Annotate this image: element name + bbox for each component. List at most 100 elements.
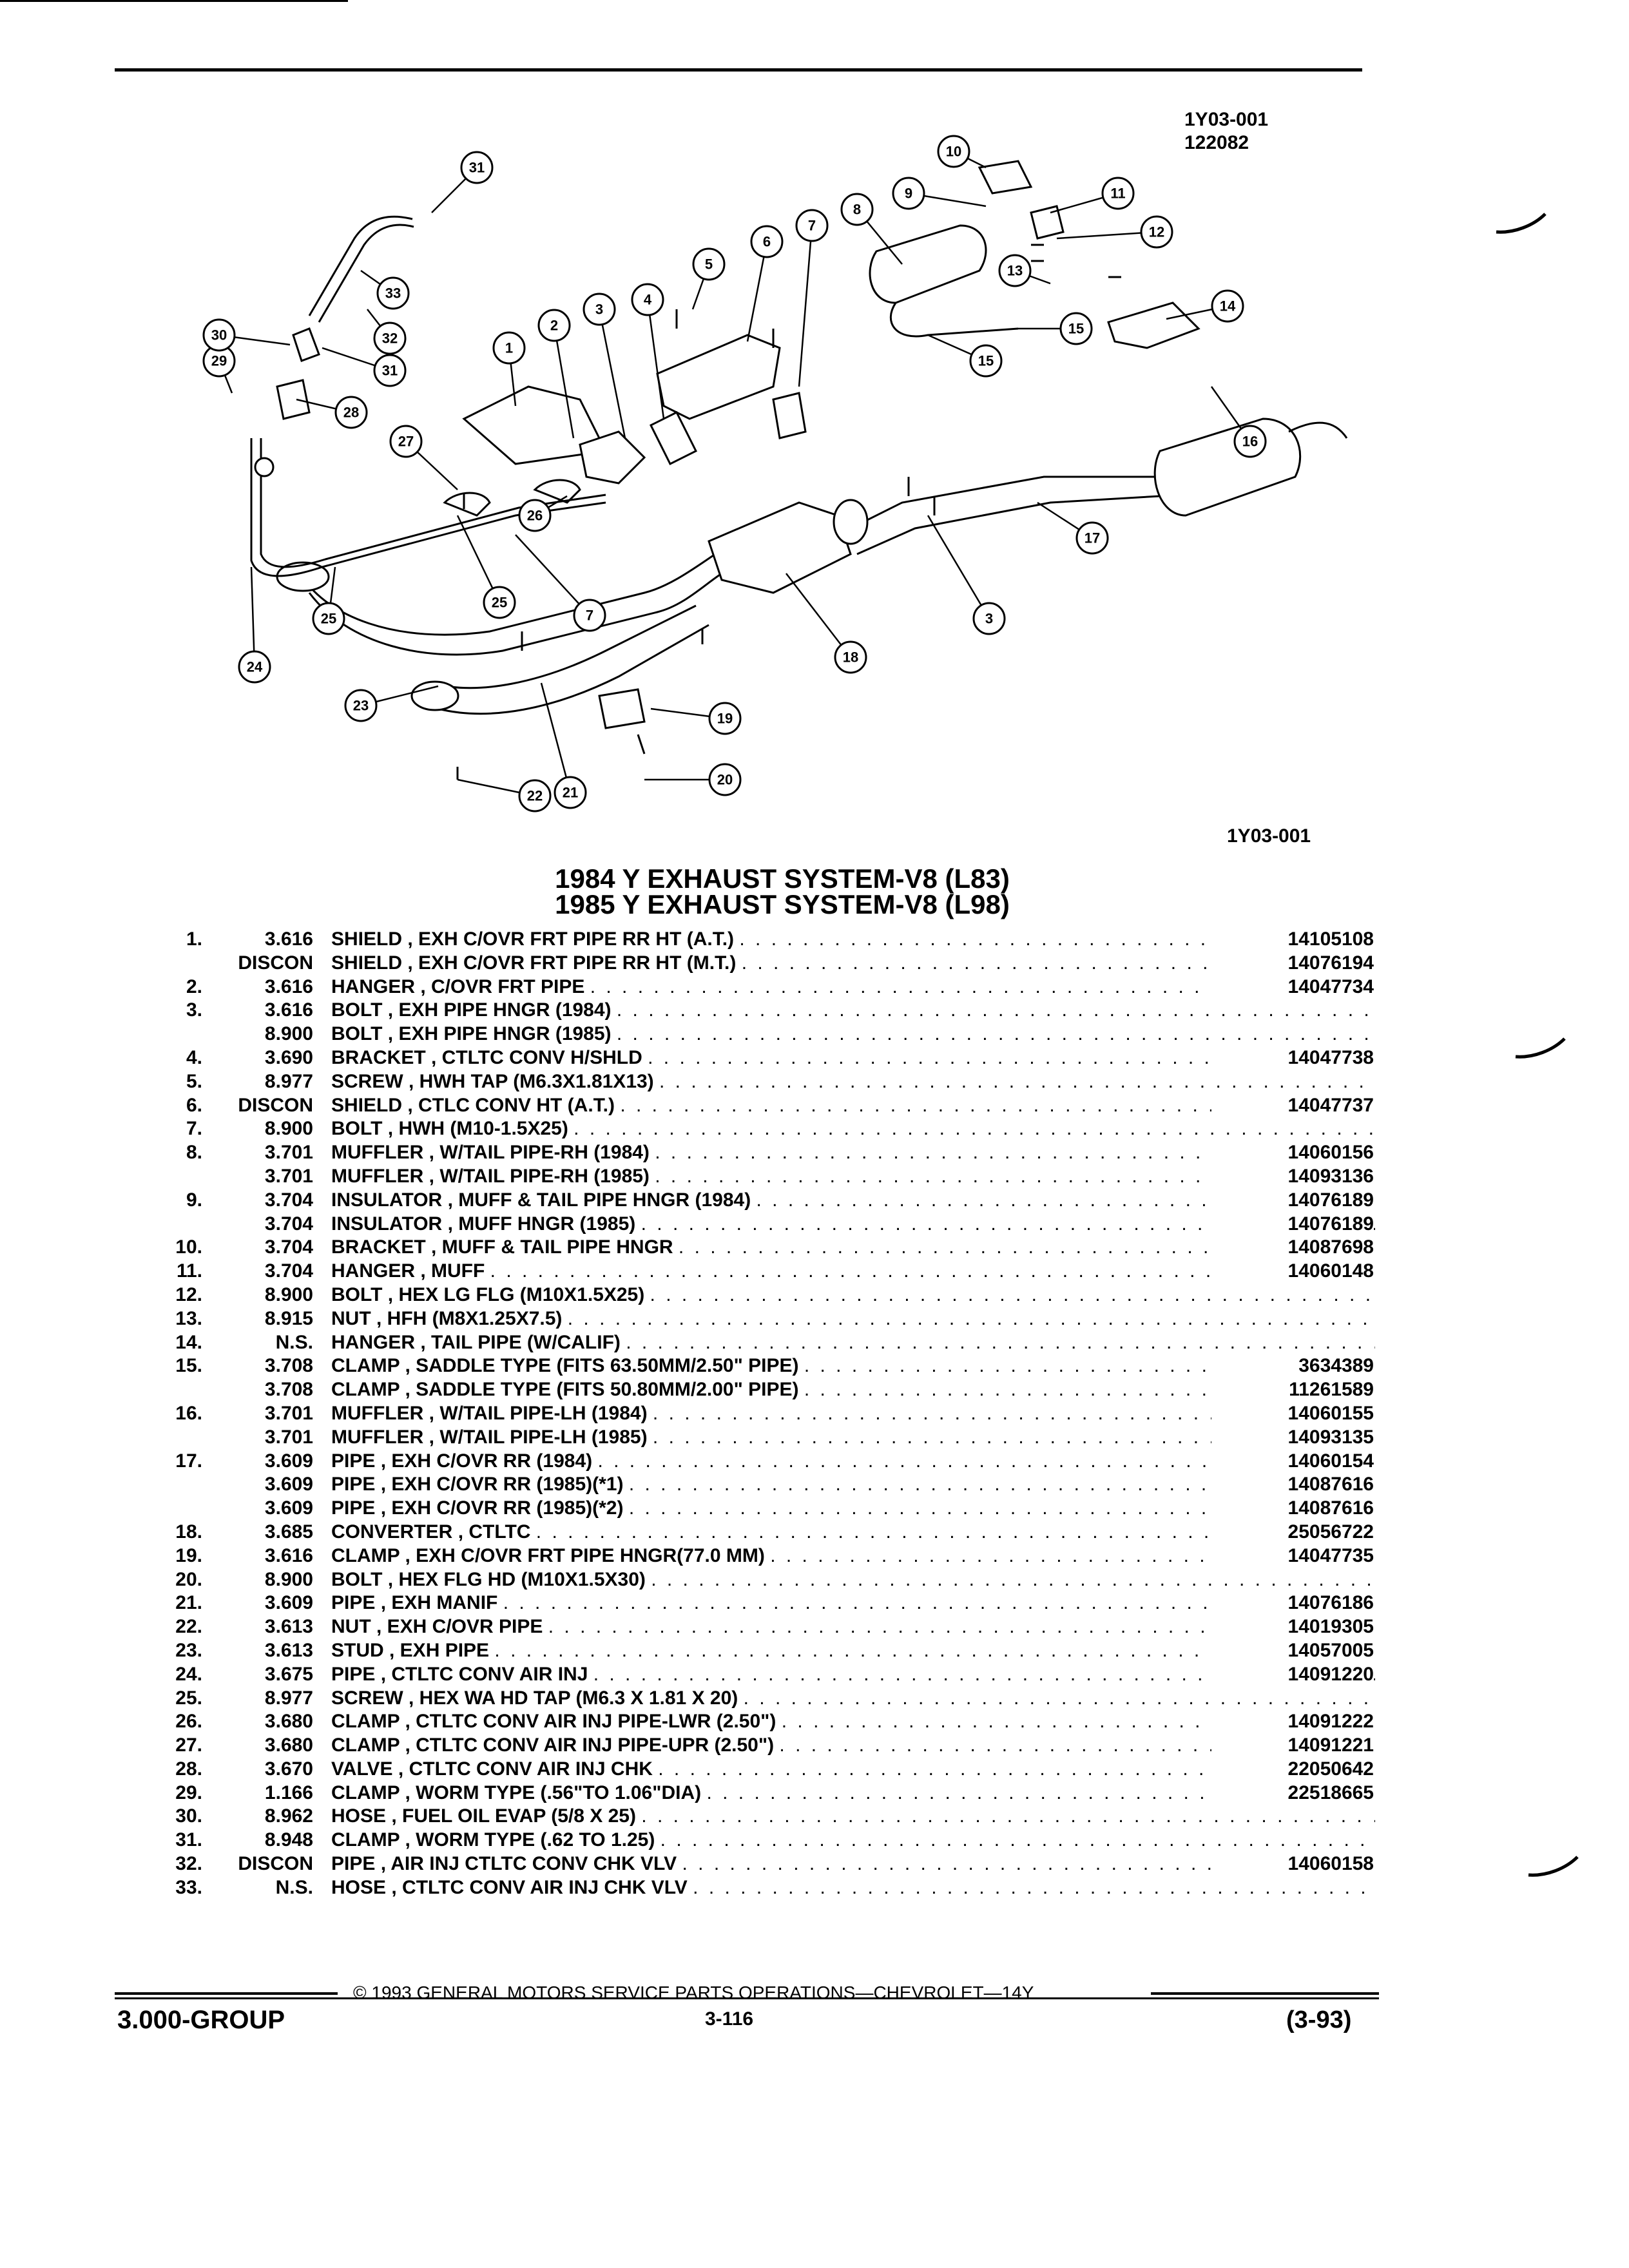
part-name: HANGER — [331, 1331, 416, 1353]
part-number: 22518665 — [1211, 1781, 1374, 1805]
callout-leader-line — [746, 241, 768, 342]
part-name: MUFFLER — [331, 1165, 424, 1187]
item-number: 30. — [175, 1805, 202, 1827]
item-number: 10. — [175, 1236, 202, 1258]
callout-circle — [518, 499, 552, 532]
callout-circle — [937, 135, 970, 168]
item-number: 22. — [175, 1616, 202, 1638]
air-injection-pipe-inner — [260, 438, 606, 568]
callout-number-25-2: 25 — [321, 611, 336, 627]
part-detail: , HEX WA HD TAP (M6.3 X 1.81 X 20) — [403, 1687, 744, 1709]
callout-circle — [1211, 289, 1244, 323]
part-description: BOLT , HWH (M10-1.5X25) . . . . . . . . … — [331, 1117, 1375, 1141]
item-number: 1. — [186, 928, 202, 950]
item-number: 4. — [186, 1046, 202, 1068]
callout-number-30: 30 — [211, 327, 227, 343]
item-number: 5. — [186, 1070, 202, 1092]
callout-circle — [312, 602, 345, 635]
item-number: 16. — [175, 1402, 202, 1424]
exploded-view-drawing: 1233456778910111213141515161718192021222… — [202, 135, 1348, 812]
part-name: SCREW — [331, 1687, 403, 1709]
leader-dots: . . . . . . . . . . . . . . . . . . . . … — [650, 1283, 1375, 1305]
part-detail: , EXH C/OVR FRT PIPE RR HT (M.T.) — [402, 952, 742, 974]
part-detail: , CTLTC — [452, 1521, 536, 1542]
callout-number-9: 9 — [905, 186, 912, 202]
callout-number-23: 23 — [353, 698, 369, 714]
part-detail: , WORM TYPE (.62 TO 1.25) — [400, 1829, 660, 1851]
callout-number-16: 16 — [1242, 434, 1258, 450]
group-code: 8.900 — [264, 1568, 313, 1590]
part-number: 14060148 — [1211, 1260, 1374, 1283]
item-number: 8. — [186, 1142, 202, 1164]
callout-circle — [1140, 215, 1173, 249]
converter-shield — [656, 334, 781, 420]
footer-rule-left — [115, 1992, 338, 1995]
part-name: BRACKET — [331, 1046, 426, 1068]
part-number: 22050642 — [1211, 1757, 1374, 1782]
callout-circle — [537, 309, 571, 342]
parts-list-row: 14.N.S.HANGER , TAIL PIPE (W/CALIF) . . … — [155, 1331, 1379, 1355]
crossover-pipe-inner — [856, 495, 1161, 555]
group-code: 3.685 — [264, 1521, 313, 1542]
group-code: 8.900 — [264, 1118, 313, 1140]
group-code: 3.704 — [264, 1260, 313, 1282]
muffler-hanger — [1030, 205, 1065, 240]
callout-circle — [1075, 521, 1109, 555]
part-name: PIPE — [331, 1497, 376, 1519]
callout-circle — [373, 354, 407, 387]
part-detail: , CTLTC CONV AIR INJ — [375, 1663, 593, 1685]
part-name: BRACKET — [331, 1236, 426, 1258]
group-code: 3.690 — [264, 1046, 313, 1068]
part-name: PIPE — [331, 1853, 376, 1875]
item-number: 20. — [175, 1568, 202, 1590]
part-name: MUFFLER — [331, 1426, 424, 1448]
leader-dots: . . . . . . . . . . . . . . . . . . . . … — [660, 1829, 1375, 1851]
part-detail: , MUFF & TAIL PIPE HNGR — [425, 1236, 679, 1258]
group-code: 1.166 — [264, 1782, 313, 1803]
part-description: HOSE , CTLTC CONV AIR INJ CHK VLV . . . … — [331, 1876, 1375, 1900]
part-description: BOLT , EXH PIPE HNGR (1985) . . . . . . … — [331, 1023, 1375, 1046]
callout-number-12: 12 — [1149, 224, 1164, 240]
callout-circle — [373, 322, 407, 355]
callout-number-29: 29 — [211, 353, 227, 369]
item-number: 2. — [186, 975, 202, 997]
part-name: CLAMP — [331, 1355, 400, 1377]
part-detail: , HFH (M8X1.25X7.5) — [371, 1307, 568, 1329]
part-detail: , CTLTC CONV AIR INJ PIPE-UPR (2.50") — [400, 1735, 780, 1756]
worm-clamp-small — [254, 457, 275, 477]
catalytic-converter — [708, 501, 852, 594]
callout-circle — [892, 177, 925, 210]
leader-dots: . . . . . . . . . . . . . . . . . . . . … — [693, 1876, 1375, 1898]
part-number: 14019305 — [1211, 1615, 1374, 1639]
part-name: BOLT — [331, 1118, 383, 1140]
callout-circle — [1101, 177, 1135, 210]
part-detail: , EXH C/OVR PIPE — [371, 1616, 548, 1638]
exh-clamp-hanger — [598, 688, 646, 729]
callout-number-5: 5 — [705, 256, 713, 273]
part-detail: , CTLTC CONV AIR INJ CHK — [392, 1758, 659, 1780]
part-number: 14087616 — [1211, 1473, 1374, 1497]
group-code: 3.708 — [264, 1355, 313, 1377]
item-number: 12. — [175, 1283, 202, 1305]
binder-tick-mark — [1528, 1856, 1579, 1877]
callout-circle — [518, 779, 552, 812]
footer-rule-bottom — [115, 1997, 1379, 1999]
part-name: PIPE — [331, 1663, 376, 1685]
callout-number-22: 22 — [527, 788, 543, 804]
group-code: 3.616 — [264, 975, 313, 997]
group-code: 8.962 — [264, 1805, 313, 1827]
callout-leader-line — [553, 325, 575, 439]
